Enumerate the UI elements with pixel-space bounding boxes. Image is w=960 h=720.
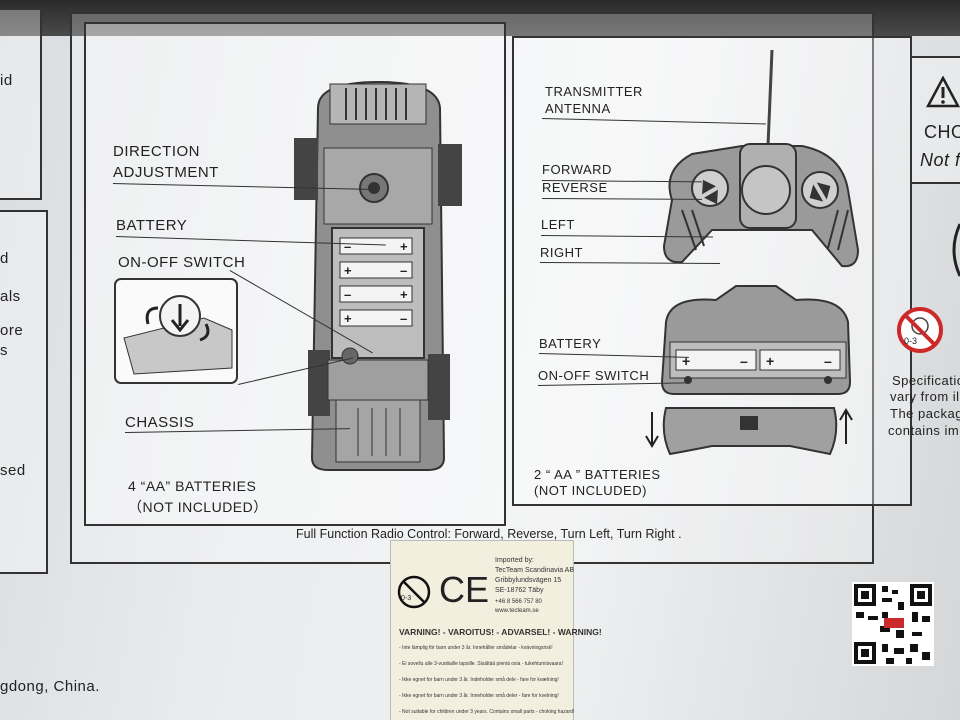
svg-text:–: – <box>824 353 832 369</box>
no-under-3-icon: 0-3 <box>397 575 431 609</box>
direction-adjustment-label-2: ADJUSTMENT <box>113 164 219 181</box>
antenna-label-2: ANTENNA <box>545 101 611 116</box>
forward-label: FORWARD <box>542 162 612 177</box>
svg-text:–: – <box>400 263 407 278</box>
car-battery-label: BATTERY <box>116 217 188 234</box>
import-warning-label: 0-3 CE Imported by: TecTeam Scandinavia … <box>390 540 602 720</box>
left-text-2: d <box>0 250 9 267</box>
svg-text:+: + <box>344 311 352 326</box>
importer-line-2: TecTeam Scandinavia AB <box>495 567 574 574</box>
left-text-4: ore <box>0 322 24 339</box>
left-text-5: s <box>0 342 8 359</box>
importer-line-1: Imported by: <box>495 557 534 564</box>
car-switch-label: ON-OFF SWITCH <box>118 254 246 271</box>
ce-mark-icon: CE <box>439 569 490 610</box>
spec-text-1: Specificatio <box>892 373 960 388</box>
svg-text:+: + <box>682 353 690 369</box>
svg-text:+: + <box>400 239 408 254</box>
made-in-text: gdong, China. <box>0 678 100 695</box>
box-top-edge <box>0 0 960 36</box>
remote-batteries-label-2: (NOT INCLUDED) <box>534 483 647 498</box>
spec-text-2: vary from ill <box>890 389 960 404</box>
no-under-3-icon: 0-3 <box>896 306 944 354</box>
left-text-3: als <box>0 288 21 305</box>
warning-line-2: - Ei sovellu alle 3-vuotiaille lapsille.… <box>399 661 563 667</box>
right-age-badge-text: 0-3 <box>904 336 918 346</box>
reverse-label: REVERSE <box>542 180 608 195</box>
transmitter-diagram <box>662 50 860 268</box>
arrow-up-icon <box>839 408 853 444</box>
direction-adjustment-label-1: DIRECTION <box>113 143 200 160</box>
car-batteries-label-1: 4 “AA” BATTERIES <box>128 478 257 494</box>
right-panel <box>910 56 960 184</box>
partial-icon <box>952 223 960 277</box>
left-upper-panel <box>0 8 42 200</box>
importer-line-3: Gribbylundsvägen 15 <box>495 577 562 584</box>
warning-line-1: - Inte lämplig för barn under 3 år. Inne… <box>399 645 553 651</box>
svg-text:+: + <box>400 287 408 302</box>
warning-line-4: - Ikke egnet for barn under 3 år. Inneho… <box>399 693 559 699</box>
remote-battery-label: BATTERY <box>539 336 602 351</box>
svg-text:–: – <box>400 311 407 326</box>
left-text-1: id <box>0 72 13 89</box>
spec-text-3: The packagi <box>890 406 960 421</box>
choking-text-1: CHOK <box>924 122 960 142</box>
antenna-label-1: TRANSMITTER <box>545 84 643 99</box>
spec-text-4: contains impo <box>888 423 960 438</box>
warning-heading: VARNING! - VAROITUS! - ADVARSEL! - WARNI… <box>399 627 602 637</box>
battery-cover-diagram <box>662 407 838 456</box>
remote-switch-label: ON-OFF SWITCH <box>538 368 650 383</box>
warning-line-3: - Ikke egnet for barn under 3 år. Indeho… <box>399 677 559 683</box>
label-age-badge-text: 0-3 <box>401 595 412 602</box>
left-lower-panel <box>0 210 48 574</box>
transmitter-battery-diagram: + – + – <box>660 285 852 395</box>
svg-text:–: – <box>344 239 351 254</box>
warning-line-5: - Not suitable for children under 3 year… <box>399 709 575 715</box>
function-caption: Full Function Radio Control: Forward, Re… <box>296 527 682 541</box>
left-label: LEFT <box>541 217 575 232</box>
importer-line-6: www.tecteam.se <box>495 608 539 614</box>
svg-text:–: – <box>344 287 351 302</box>
svg-text:–: – <box>740 353 748 369</box>
remote-batteries-label-1: 2 “ AA ” BATTERIES <box>534 467 661 482</box>
switch-inset-diagram <box>114 278 238 384</box>
importer-line-5: +46 8 566 757 80 <box>495 599 542 605</box>
right-label: RIGHT <box>540 245 583 260</box>
arrow-down-icon <box>645 412 659 448</box>
svg-text:+: + <box>344 263 352 278</box>
chassis-label: CHASSIS <box>125 414 195 431</box>
qr-code-icon <box>852 582 934 666</box>
car-chassis-diagram: – + + – – + + – <box>294 80 462 471</box>
warning-triangle-icon <box>926 76 960 108</box>
left-text-6: sed <box>0 462 26 479</box>
choking-text-2: Not fo <box>920 150 960 170</box>
importer-line-4: SE-18762 Täby <box>495 587 544 594</box>
svg-text:+: + <box>766 353 774 369</box>
car-batteries-label-2: （NOT INCLUDED） <box>128 499 268 515</box>
